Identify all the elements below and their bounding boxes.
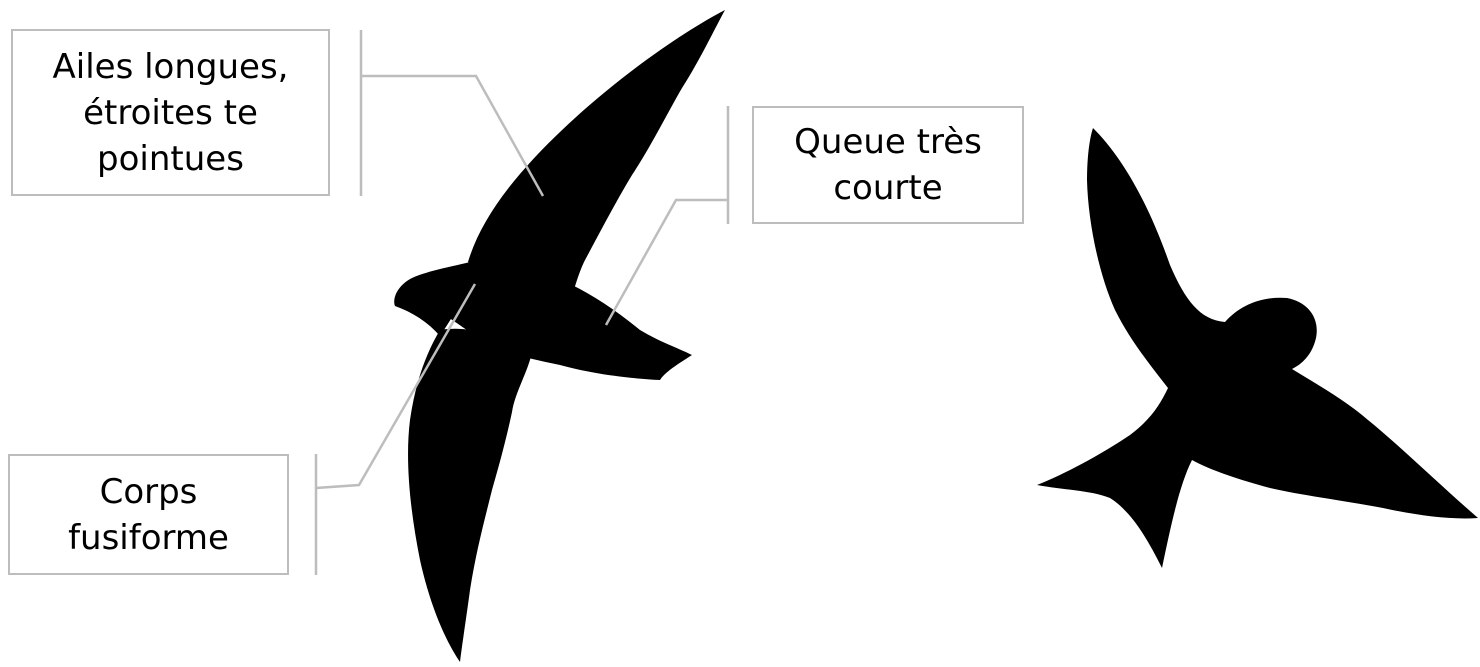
body-leader-line [315, 283, 477, 490]
swift-upper-wing [468, 10, 725, 305]
tail-leader-line [604, 198, 728, 326]
swift-silhouette [394, 10, 725, 662]
leader-lines [314, 30, 730, 575]
wings-leader-line [361, 74, 545, 197]
label-wings: Ailes longues, étroites te pointues [11, 29, 330, 196]
label-tail: Queue très courte [752, 106, 1024, 224]
label-body: Corps fusiforme [8, 454, 289, 575]
swift-head [394, 262, 480, 336]
swift-lower-wing [408, 328, 532, 662]
swallow-silhouette [1037, 128, 1478, 568]
